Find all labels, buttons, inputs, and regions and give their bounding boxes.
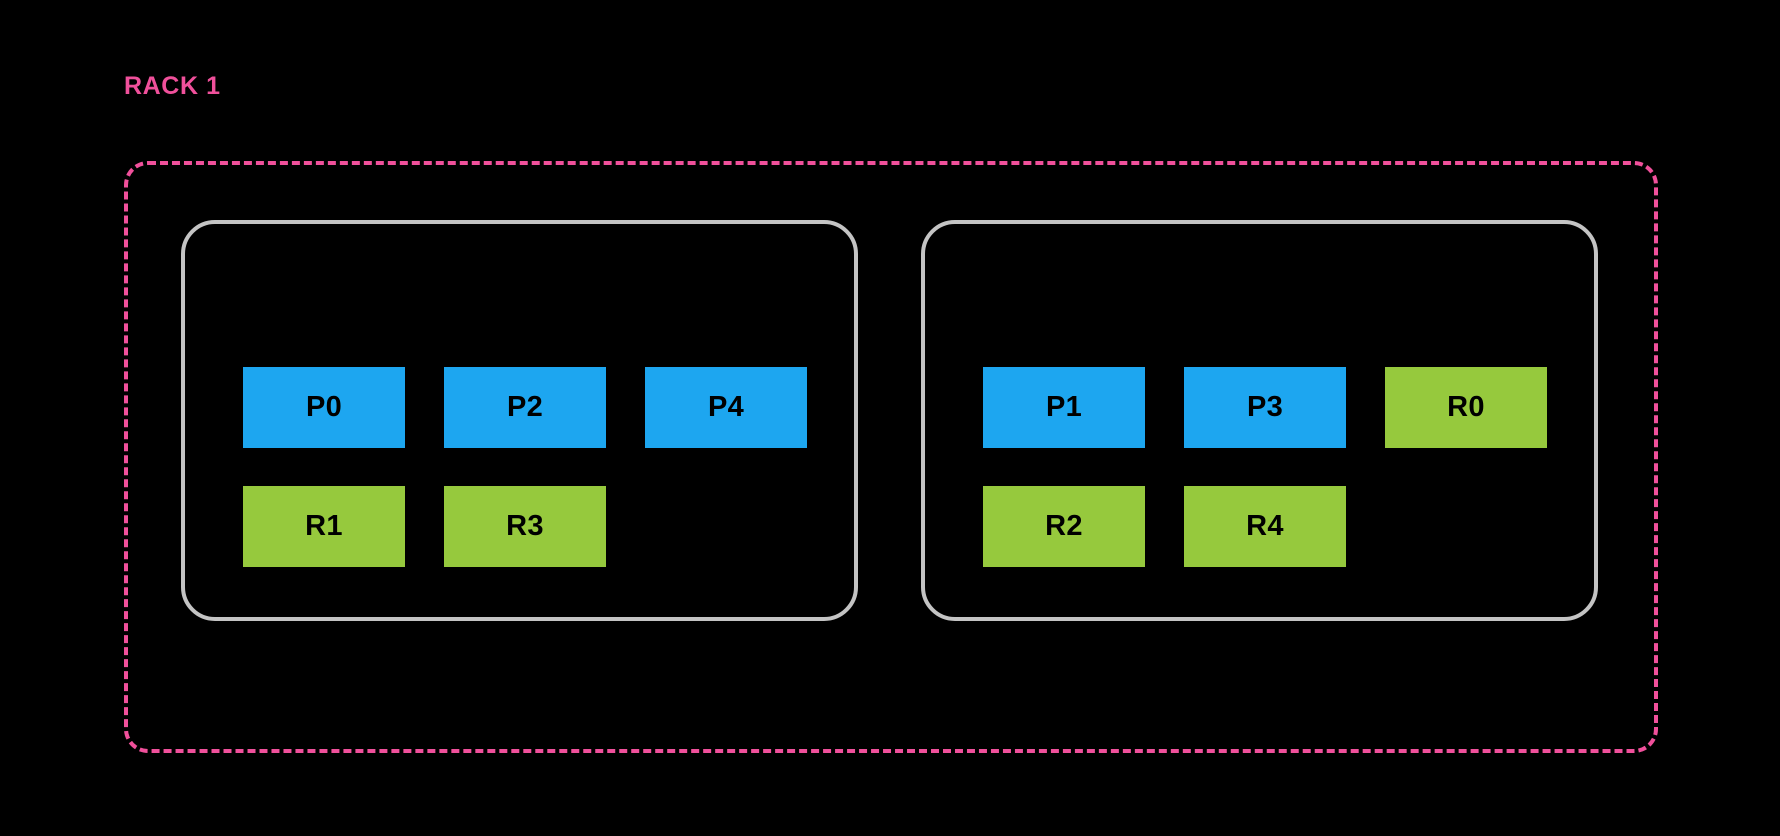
node-box-right: P1 P3 R0 R2 R4 — [921, 220, 1598, 621]
shard-tile[interactable]: P1 — [983, 367, 1145, 448]
tile-row: R1 R3 — [243, 486, 807, 567]
tile-row: P0 P2 P4 — [243, 367, 807, 448]
rack-boundary — [124, 161, 1658, 753]
shard-tile[interactable]: P3 — [1184, 367, 1346, 448]
shard-tile[interactable]: P4 — [645, 367, 807, 448]
node-box-left: P0 P2 P4 R1 R3 — [181, 220, 858, 621]
shard-tile[interactable]: P0 — [243, 367, 405, 448]
tile-grid-left: P0 P2 P4 R1 R3 — [243, 367, 807, 567]
tile-grid-right: P1 P3 R0 R2 R4 — [983, 367, 1547, 567]
rack-label: RACK 1 — [124, 72, 221, 100]
tile-placeholder — [645, 486, 807, 567]
shard-tile[interactable]: R4 — [1184, 486, 1346, 567]
shard-tile[interactable]: R3 — [444, 486, 606, 567]
shard-tile[interactable]: P2 — [444, 367, 606, 448]
shard-tile[interactable]: R0 — [1385, 367, 1547, 448]
tile-row: P1 P3 R0 — [983, 367, 1547, 448]
tile-row: R2 R4 — [983, 486, 1547, 567]
shard-tile[interactable]: R1 — [243, 486, 405, 567]
shard-tile[interactable]: R2 — [983, 486, 1145, 567]
tile-placeholder — [1385, 486, 1547, 567]
